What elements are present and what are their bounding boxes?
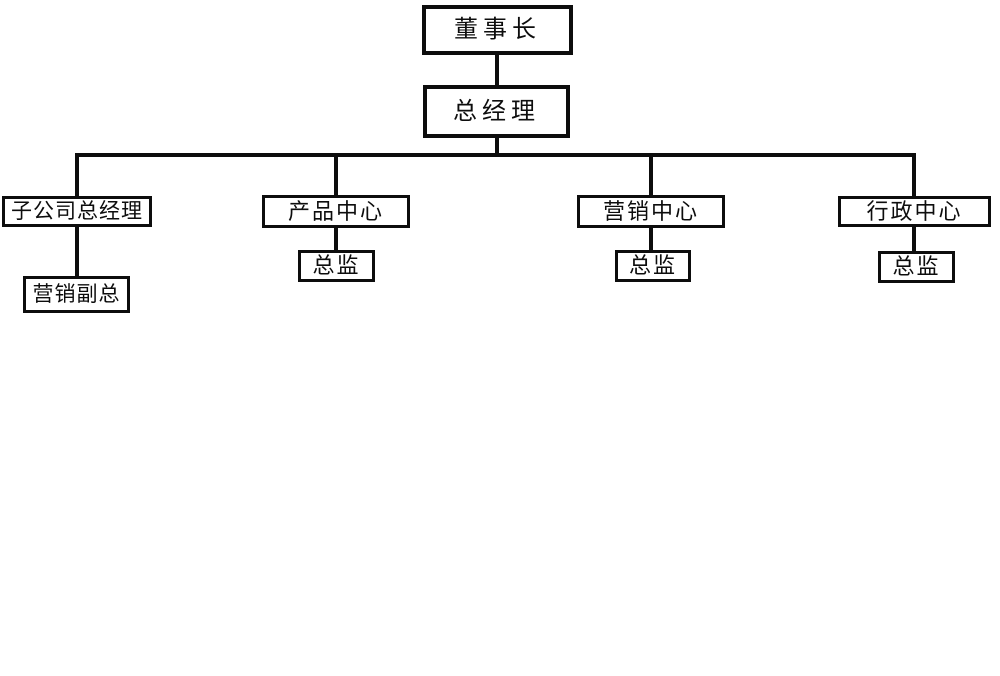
connector-subgm-marketing-vp [75, 226, 79, 276]
org-node-admin-director: 总监 [878, 251, 955, 283]
org-node-general-manager: 总经理 [423, 85, 570, 138]
connector-horizontal-bus [75, 153, 916, 157]
connector-bus-subsidiary-gm [75, 153, 79, 196]
org-node-marketing-director: 总监 [615, 250, 691, 282]
connector-product-director [334, 227, 338, 250]
connector-bus-marketing-center [649, 153, 653, 195]
org-node-marketing-vp: 营销副总 [23, 276, 130, 313]
connector-marketing-director [649, 227, 653, 250]
org-node-admin-center: 行政中心 [838, 196, 991, 227]
connector-chairman-gm [495, 54, 499, 86]
org-node-subsidiary-gm: 子公司总经理 [2, 196, 152, 227]
org-node-chairman: 董事长 [422, 5, 573, 55]
connector-bus-admin-center [912, 153, 916, 196]
org-node-product-center: 产品中心 [262, 195, 410, 228]
connector-admin-director [912, 226, 916, 251]
connector-bus-product-center [334, 153, 338, 195]
connector-gm-bus [495, 137, 499, 155]
org-node-marketing-center: 营销中心 [577, 195, 725, 228]
org-node-product-director: 总监 [298, 250, 375, 282]
